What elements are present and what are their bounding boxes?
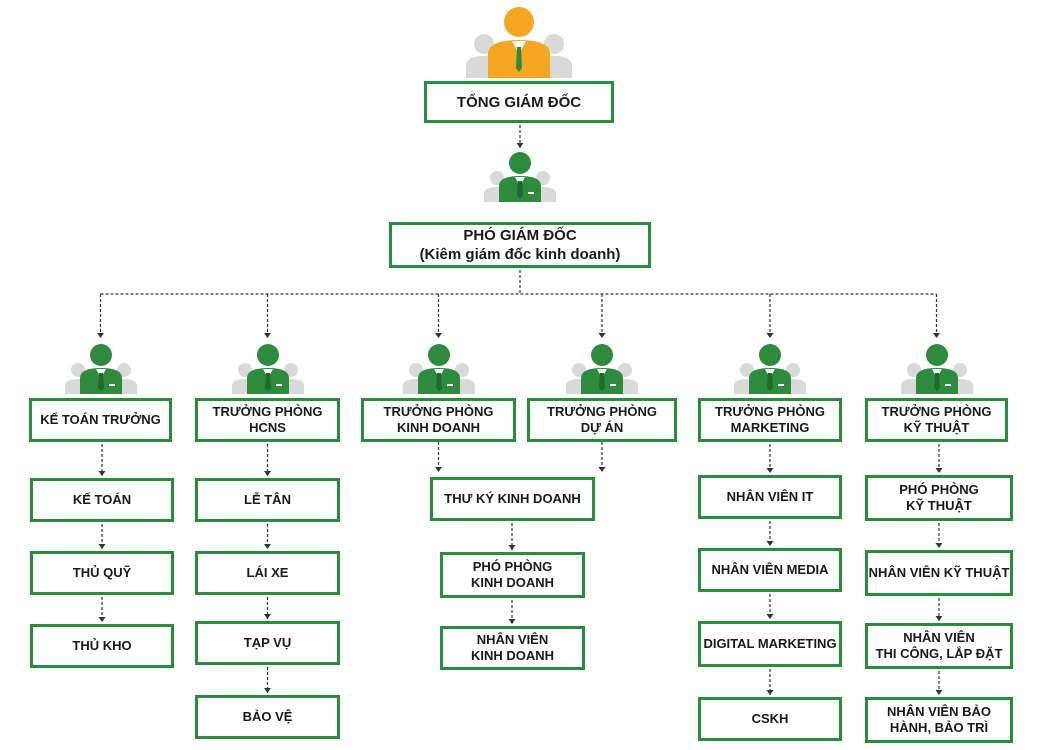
staff-box-sublabel: THI CÔNG, LẮP ĐẶT	[875, 646, 1003, 661]
arrow-head-icon	[508, 619, 516, 624]
arrow-head-icon	[98, 544, 106, 549]
arrow-head-icon	[598, 467, 606, 472]
arrow-head-icon	[935, 616, 943, 621]
department-head-box-label: TRƯỞNG PHÒNG	[881, 404, 992, 419]
arrow-head-icon	[264, 333, 271, 338]
staff-box-label: KẾ TOÁN	[72, 492, 132, 507]
department-head-box-sublabel: MARKETING	[730, 420, 810, 435]
staff-box-label: THỦ KHO	[72, 638, 132, 653]
manager-person-group-icon	[734, 344, 806, 394]
arrow-head-icon	[935, 468, 943, 473]
manager-person-group-icon	[566, 344, 638, 394]
staff-box-label: NHÂN VIÊN MEDIA	[711, 562, 829, 577]
manager-person-group-icon	[231, 344, 304, 394]
staff-box: THỦ QUỸ	[30, 551, 174, 595]
staff-box-sublabel: HÀNH, BẢO TRÌ	[889, 720, 989, 735]
staff-box: THỦ KHO	[30, 624, 174, 668]
staff-box: LÁI XE	[195, 551, 340, 595]
shared-staff-box-label: NHÂN VIÊN	[476, 632, 549, 647]
staff-box: DIGITAL MARKETING	[698, 621, 842, 667]
ceo-box-label: TỔNG GIÁM ĐỐC	[456, 93, 582, 111]
staff-box: NHÂN VIÊN IT	[698, 475, 842, 519]
staff-box-label: NHÂN VIÊN IT	[726, 489, 814, 504]
department-head-box: KẾ TOÁN TRƯỞNG	[29, 398, 172, 442]
staff-box: NHÂN VIÊN KỸ THUẬT	[865, 550, 1013, 596]
department-head-box-label: TRƯỞNG PHÒNG	[547, 404, 657, 419]
ceo-box: TỔNG GIÁM ĐỐC	[424, 81, 614, 123]
manager-person-group-icon	[900, 344, 973, 394]
department-head-box-sublabel: DỰ ÁN	[580, 420, 624, 435]
department-head-box-label: KẾ TOÁN TRƯỞNG	[40, 412, 161, 427]
arrow-head-icon	[264, 544, 271, 549]
deputy-box-sublabel: (Kiêm giám đốc kinh doanh)	[419, 246, 621, 263]
staff-box: LỄ TÂN	[195, 478, 340, 522]
arrow-head-icon	[935, 690, 943, 695]
shared-staff-box-label: THƯ KÝ KINH DOANH	[444, 491, 581, 506]
department-head-box-sublabel: HCNS	[249, 420, 286, 435]
shared-staff-box-sublabel: KINH DOANH	[470, 648, 555, 663]
staff-box: NHÂN VIÊN MEDIA	[698, 548, 842, 592]
deputy-box: PHÓ GIÁM ĐỐC (Kiêm giám đốc kinh doanh)	[389, 222, 651, 268]
staff-box-label: DIGITAL MARKETING	[703, 636, 837, 651]
shared-staff-box-sublabel: KINH DOANH	[470, 575, 555, 590]
arrow-head-icon	[766, 690, 774, 695]
staff-box-label: NHÂN VIÊN	[903, 630, 975, 645]
department-head-box-label: TRƯỞNG PHÒNG	[383, 404, 494, 419]
staff-box-label: PHÓ PHÒNG	[899, 482, 979, 497]
arrow-head-icon	[935, 543, 943, 548]
arrow-head-icon	[98, 617, 106, 622]
staff-box-label: LÁI XE	[246, 565, 289, 580]
department-head-box-sublabel: KỸ THUẬT	[903, 420, 970, 435]
manager-person-group-icon	[64, 344, 137, 394]
staff-box: BẢO VỆ	[195, 695, 340, 739]
arrow-head-icon	[97, 333, 104, 338]
staff-box-label: NHÂN VIÊN BẢO	[886, 704, 991, 719]
staff-box-label: LỄ TÂN	[244, 492, 291, 507]
staff-box-sublabel: KỸ THUẬT	[906, 498, 972, 513]
manager-person-group-icon	[402, 344, 475, 394]
arrow-head-icon	[98, 471, 106, 476]
arrow-head-icon	[435, 467, 442, 472]
staff-box: TẠP VỤ	[195, 621, 340, 665]
arrow-head-icon	[598, 333, 606, 338]
shared-staff-box: THƯ KÝ KINH DOANH	[430, 477, 595, 521]
staff-box-label: CSKH	[751, 711, 789, 726]
staff-box-label: THỦ QUỸ	[72, 565, 132, 580]
department-head-box-label: TRƯỞNG PHÒNG	[715, 404, 825, 419]
arrow-head-icon	[508, 545, 516, 550]
arrow-head-icon	[766, 541, 774, 546]
deputy-box-label: PHÓ GIÁM ĐỐC	[463, 227, 577, 244]
staff-box-label: BẢO VỆ	[242, 709, 293, 724]
department-head-box-sublabel: KINH DOANH	[396, 420, 481, 435]
department-head-box-label: TRƯỞNG PHÒNG	[212, 404, 323, 419]
staff-box-label: NHÂN VIÊN KỸ THUẬT	[868, 565, 1010, 580]
deputy-person-group-icon	[484, 152, 556, 202]
arrow-head-icon	[264, 471, 271, 476]
arrow-head-icon	[766, 333, 774, 338]
arrow-head-icon	[516, 143, 524, 148]
shared-staff-box-label: PHÓ PHÒNG	[472, 559, 553, 574]
staff-box: CSKH	[698, 697, 842, 741]
arrow-head-icon	[766, 614, 774, 619]
ceo-person-group-icon	[466, 7, 572, 78]
arrow-head-icon	[264, 614, 271, 619]
arrow-head-icon	[435, 333, 442, 338]
arrow-head-icon	[933, 333, 940, 338]
staff-box: KẾ TOÁN	[30, 478, 174, 522]
arrow-head-icon	[264, 688, 271, 693]
staff-box-label: TẠP VỤ	[243, 635, 292, 650]
arrow-head-icon	[766, 468, 774, 473]
